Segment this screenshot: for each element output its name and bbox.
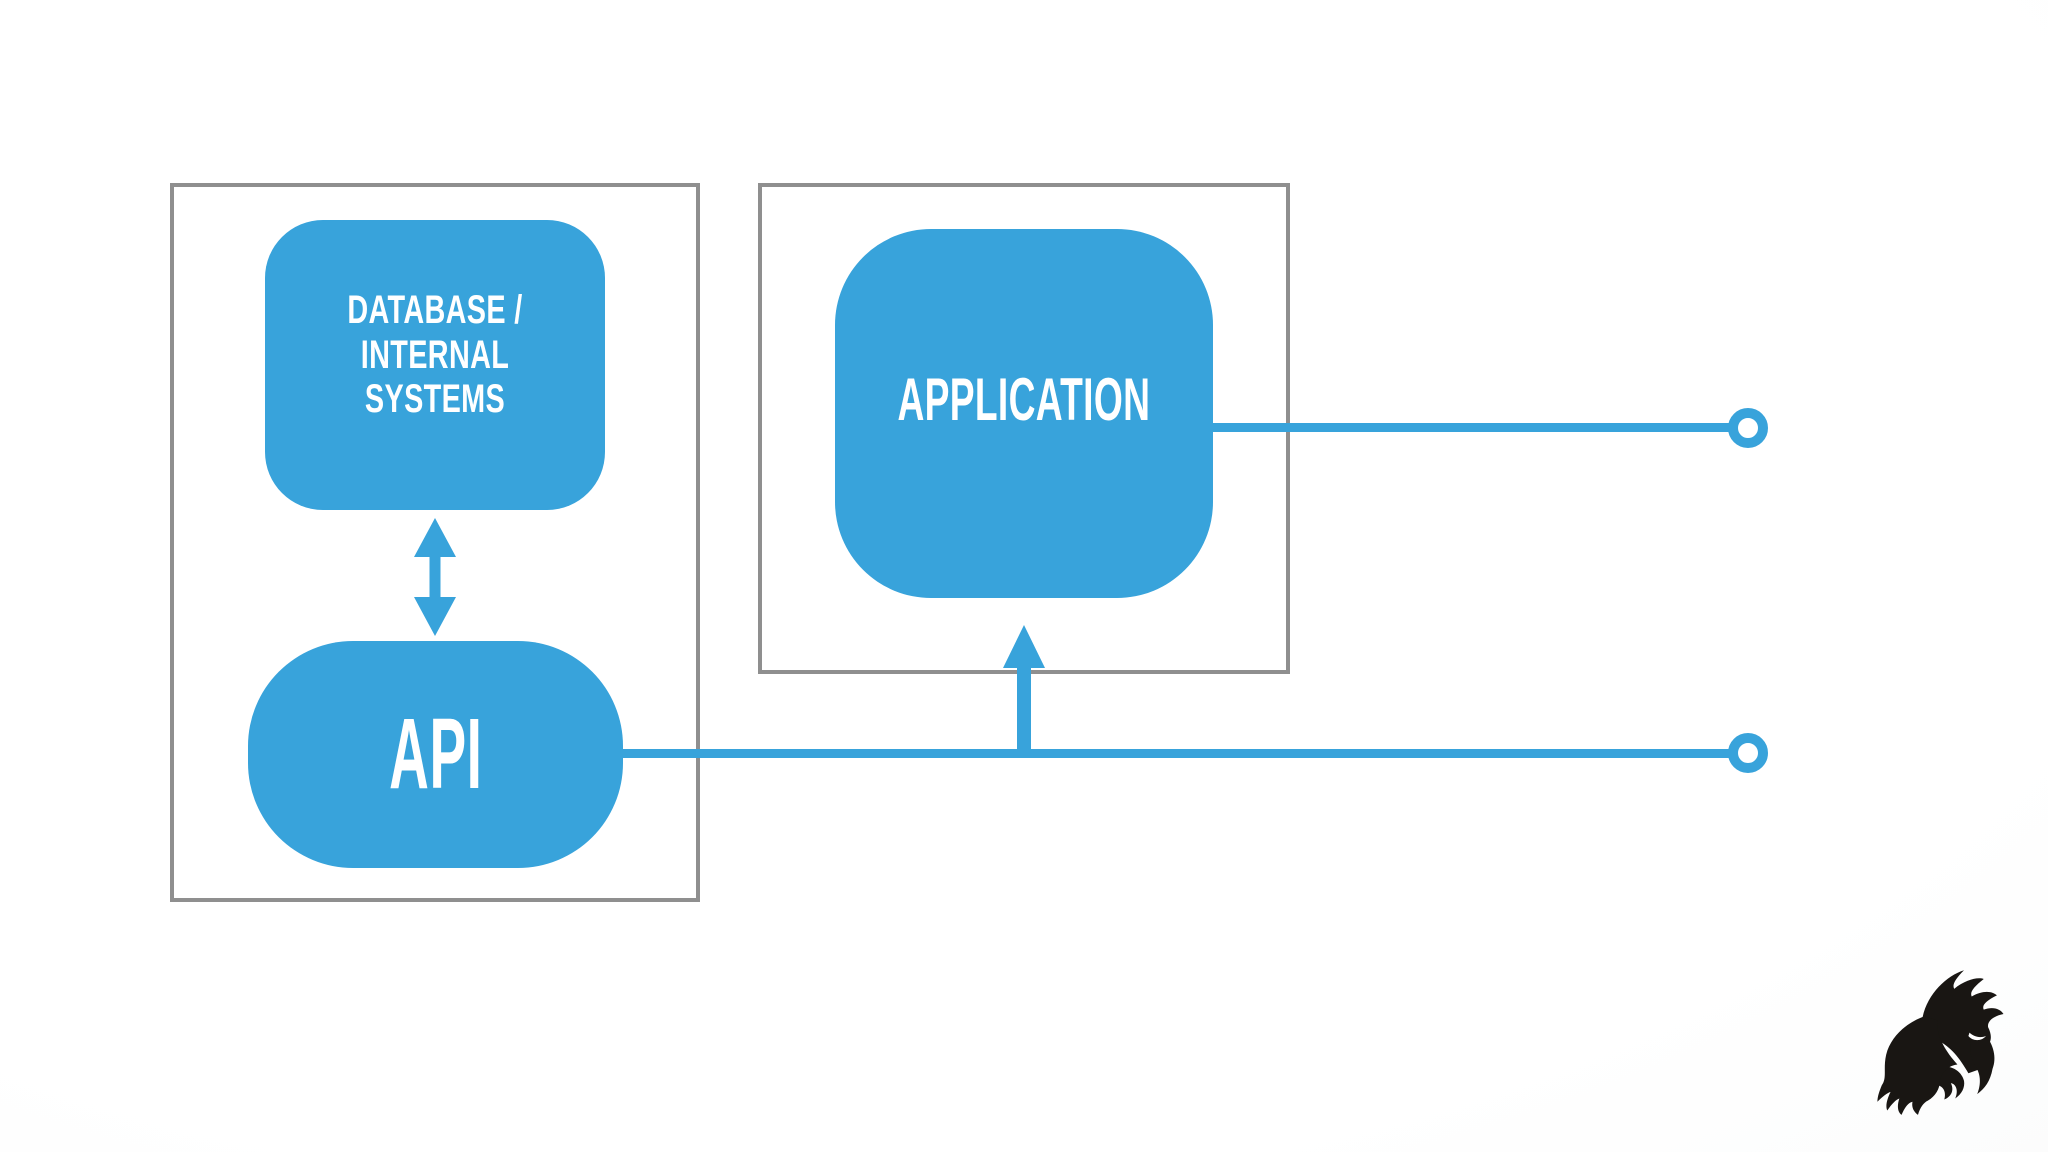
double-arrow-icon	[414, 518, 456, 636]
backend-group-frame	[170, 183, 700, 902]
node-database: DATABASE / INTERNAL SYSTEMS	[265, 220, 605, 510]
node-api-label: API	[388, 698, 483, 810]
node-application-label: APPLICATION	[897, 366, 1151, 433]
node-api: API	[248, 641, 623, 868]
node-application: APPLICATION	[835, 229, 1213, 598]
api-endpoint-ring	[1728, 733, 1768, 773]
node-database-label: DATABASE / INTERNAL SYSTEMS	[347, 287, 523, 422]
api-connector-line	[623, 749, 1730, 758]
claw-logo-icon	[1876, 968, 2006, 1116]
application-connector-line	[1213, 423, 1729, 432]
application-endpoint-ring	[1728, 408, 1768, 448]
up-arrow-icon	[1003, 625, 1045, 757]
